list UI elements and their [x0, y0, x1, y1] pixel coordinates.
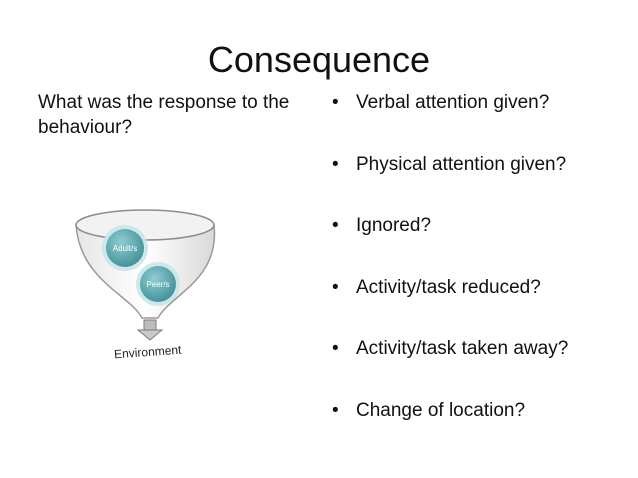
bullet-dot: •: [332, 338, 339, 359]
slide-title: Consequence: [207, 39, 431, 80]
environment-label: Environment: [114, 343, 183, 362]
adults-circle: Adult/s: [102, 225, 148, 271]
bullet-dot: •: [332, 399, 339, 421]
funnel-diagram: Adult/s Peer/s Environment: [70, 200, 230, 365]
bullet-dot: •: [332, 92, 339, 113]
peers-label: Peer/s: [146, 280, 169, 289]
bullet-list: •Verbal attention given? •Physical atten…: [330, 90, 630, 459]
bullet-dot: •: [332, 276, 339, 298]
peers-circle: Peer/s: [136, 262, 180, 306]
adults-label: Adult/s: [113, 244, 137, 253]
funnel-svg: Adult/s Peer/s Environment: [75, 209, 216, 362]
bullet-dot: •: [332, 153, 339, 175]
bullet-item: •Change of location?: [332, 399, 526, 421]
bullet-item: •Activity/task reduced?: [332, 276, 541, 298]
funnel-rim: [75, 209, 215, 241]
bullet-item: •Verbal attention given?: [332, 92, 550, 113]
question-text: What was the response to the behaviour?: [38, 92, 290, 138]
down-arrow-icon: [136, 319, 164, 341]
bullet-item: •Ignored?: [332, 215, 432, 236]
bullet-item: •Physical attention given?: [332, 153, 567, 175]
bullet-item: •Activity/task taken away?: [332, 338, 569, 359]
bullet-dot: •: [332, 215, 339, 236]
